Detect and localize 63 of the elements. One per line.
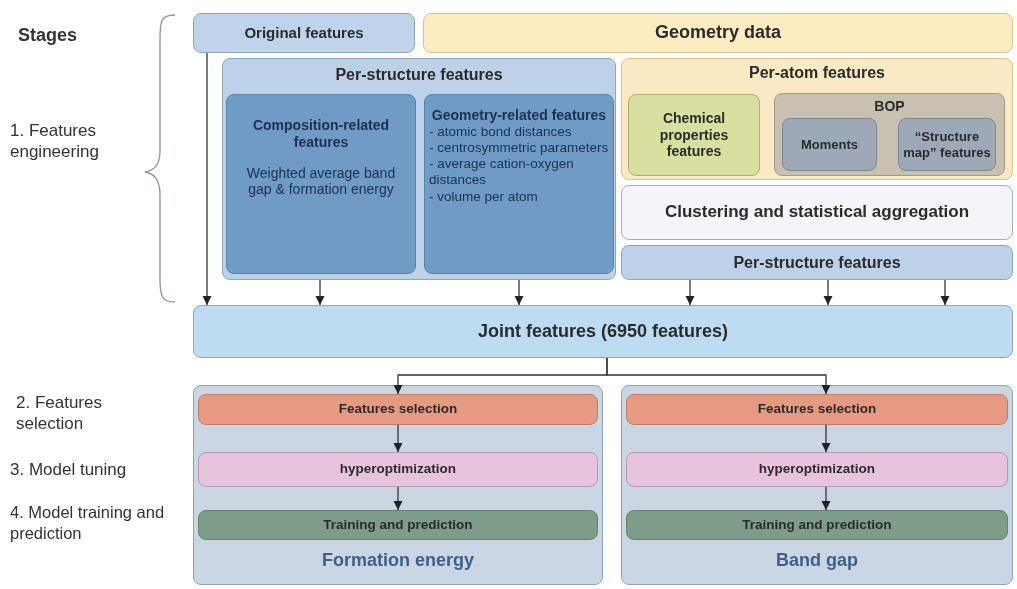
node-label: “Structure map” features <box>902 128 992 161</box>
process-box <box>626 452 1008 487</box>
arrow <box>315 279 325 306</box>
process-box <box>621 185 1013 240</box>
process-box <box>198 452 598 487</box>
node-label: Per-atom features <box>747 63 886 83</box>
arrow <box>514 279 524 306</box>
node-label: Training and prediction <box>741 516 893 534</box>
process-box <box>621 245 1013 280</box>
node-label: Geometry-related features <box>430 107 608 124</box>
group-panel <box>222 58 616 280</box>
group-panel <box>621 58 1013 180</box>
process-box <box>226 94 416 274</box>
process-box <box>898 118 996 171</box>
group-panel <box>774 93 1005 176</box>
group-panel <box>193 385 603 585</box>
node-label: Per-structure features <box>732 252 902 273</box>
process-box <box>626 394 1008 425</box>
node-label: BOP <box>873 98 906 115</box>
node-text: - atomic bond distances <box>428 123 573 140</box>
arrow <box>393 486 403 511</box>
node-label: Composition-related features <box>251 117 391 151</box>
arrow <box>393 424 403 453</box>
stage-label: 1. Features engineering <box>10 120 100 163</box>
process-box <box>198 510 598 540</box>
node-label: Training and prediction <box>322 516 474 534</box>
node-text: - average cation-oxygen distances <box>428 156 575 189</box>
arrow <box>606 357 831 395</box>
node-label: Features selection <box>756 401 878 418</box>
process-box <box>626 510 1008 540</box>
node-label: Moments <box>799 136 860 153</box>
node-label: Formation energy <box>321 550 475 572</box>
node-label: Band gap <box>775 550 859 572</box>
node-text: - centrosymmetric parameters <box>428 140 610 157</box>
column-heading: Stages <box>18 24 79 47</box>
process-box <box>193 305 1013 358</box>
node-label: Clustering and statistical aggregation <box>663 202 971 223</box>
group-panel <box>621 385 1013 585</box>
node-label: hyperoptimization <box>757 461 877 478</box>
node-label: Per-structure features <box>334 65 504 85</box>
node-text: Weighted average band gap & formation energy <box>245 164 397 199</box>
node-label: Original features <box>243 24 365 42</box>
process-box <box>628 94 760 176</box>
process-box <box>193 13 415 53</box>
process-box <box>423 13 1013 53</box>
process-box <box>424 94 614 274</box>
arrow <box>202 52 212 306</box>
arrow <box>821 424 831 453</box>
arrow <box>685 279 695 306</box>
node-label: Geometry data <box>653 22 782 44</box>
arrow <box>940 279 950 306</box>
node-label: Joint features (6950 features) <box>476 320 730 343</box>
node-label: hyperoptimization <box>338 461 458 478</box>
node-label: Features selection <box>337 401 459 418</box>
stage-label: 2. Features selection <box>16 392 103 435</box>
stage-label: 3. Model tuning <box>10 459 128 481</box>
node-label: Chemical properties features <box>658 109 730 161</box>
arrow <box>823 279 833 306</box>
process-box <box>198 394 598 425</box>
stage-label: 4. Model training and prediction <box>10 502 166 544</box>
node-text: - volume per atom <box>428 188 539 205</box>
process-box <box>782 118 877 171</box>
arrow <box>821 486 831 511</box>
